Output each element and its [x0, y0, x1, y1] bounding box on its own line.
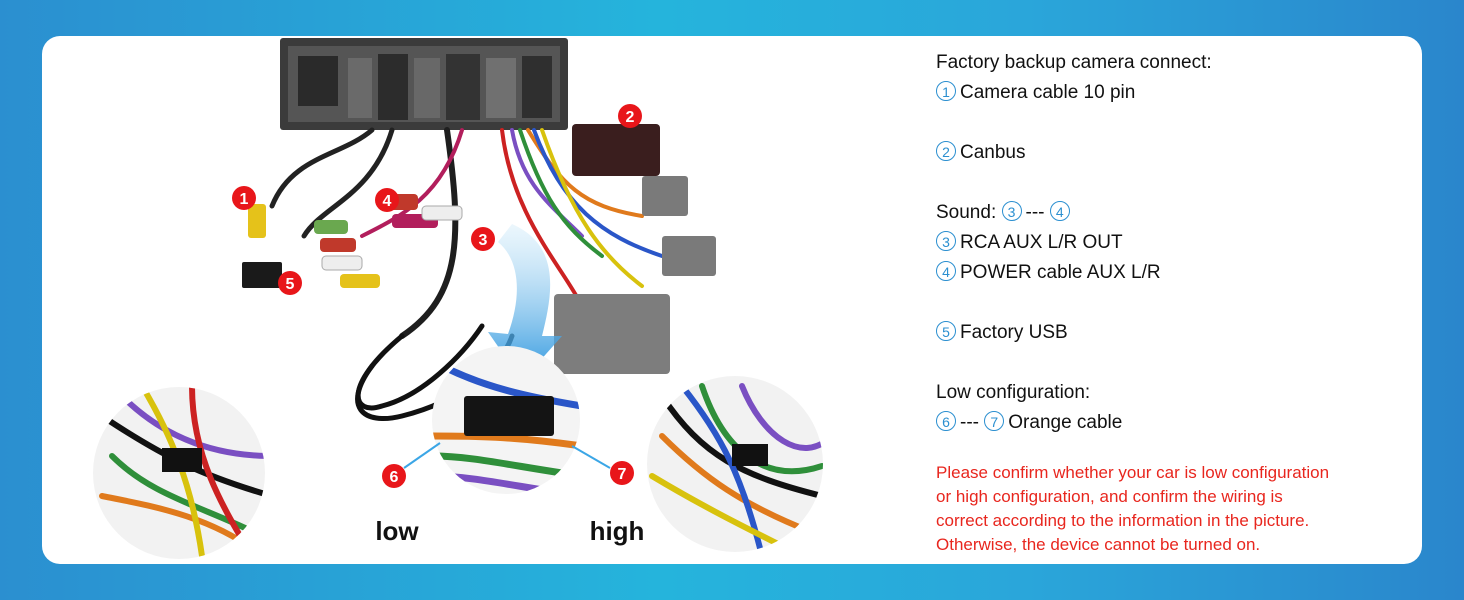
number-1-icon: 1 [936, 80, 956, 101]
low-range-sep: --- [960, 412, 979, 433]
high-label: high [590, 516, 645, 546]
rca-connectors [242, 194, 463, 288]
svg-text:6: 6 [390, 469, 399, 486]
high-config-photo [647, 376, 823, 552]
number-6-icon: 6 [936, 410, 956, 431]
sound-heading-text: Sound: [936, 202, 997, 223]
configuration-warning: Please confirm whether your car is low c… [936, 461, 1376, 557]
legend-item-5-text: Factory USB [960, 322, 1068, 343]
number-7-icon: 7 [984, 410, 1005, 431]
badge-2: 2 [618, 104, 642, 128]
badge-1: 1 [232, 186, 256, 210]
badge-6: 6 [382, 464, 406, 488]
svg-text:7: 7 [618, 466, 627, 483]
number-4-icon: 4 [1049, 200, 1070, 221]
badge-5: 5 [278, 271, 302, 295]
svg-text:2: 2 [626, 109, 635, 126]
pointer-arrow [488, 224, 562, 381]
content-card: 1 2 3 4 5 6 7 low high Factory backup [42, 36, 1422, 564]
camera-heading: Factory backup camera connect: [936, 52, 1212, 73]
badge-4: 4 [375, 188, 399, 212]
connector-detail-photo [432, 346, 580, 494]
low-label: low [375, 516, 419, 546]
warning-line-3: correct according to the information in … [936, 511, 1310, 530]
svg-text:3: 3 [479, 232, 488, 249]
legend-item-3-text: RCA AUX L/R OUT [960, 232, 1123, 253]
warning-line-1: Please confirm whether your car is low c… [936, 463, 1330, 482]
wiring-harness-photo: 1 2 3 4 5 6 7 low high [93, 38, 823, 559]
warning-line-2: or high configuration, and confirm the w… [936, 487, 1283, 506]
legend-item-2-text: Canbus [960, 142, 1026, 163]
number-3-icon: 3 [1001, 200, 1022, 221]
svg-text:5: 5 [286, 276, 295, 293]
sound-range-sep: --- [1025, 202, 1045, 223]
low-config-photo [93, 387, 265, 559]
warning-line-4: Otherwise, the device cannot be turned o… [936, 535, 1261, 554]
badge-7: 7 [610, 461, 634, 485]
number-3-icon: 3 [936, 230, 956, 251]
number-4-icon: 4 [936, 260, 956, 281]
svg-text:1: 1 [240, 191, 249, 208]
low-config-heading: Low configuration: [936, 382, 1091, 403]
canbus-box [554, 124, 716, 374]
legend-item-1-text: Camera cable 10 pin [960, 82, 1136, 103]
svg-text:4: 4 [383, 193, 392, 210]
sound-heading: Sound: 3--- 4 [936, 200, 1074, 224]
head-unit-chassis [280, 38, 568, 130]
badge-3: 3 [471, 227, 495, 251]
number-2-icon: 2 [936, 140, 956, 161]
number-5-icon: 5 [936, 320, 956, 341]
low-range-text: Orange cable [1008, 412, 1123, 433]
legend-item-4-text: POWER cable AUX L/R [960, 262, 1161, 283]
